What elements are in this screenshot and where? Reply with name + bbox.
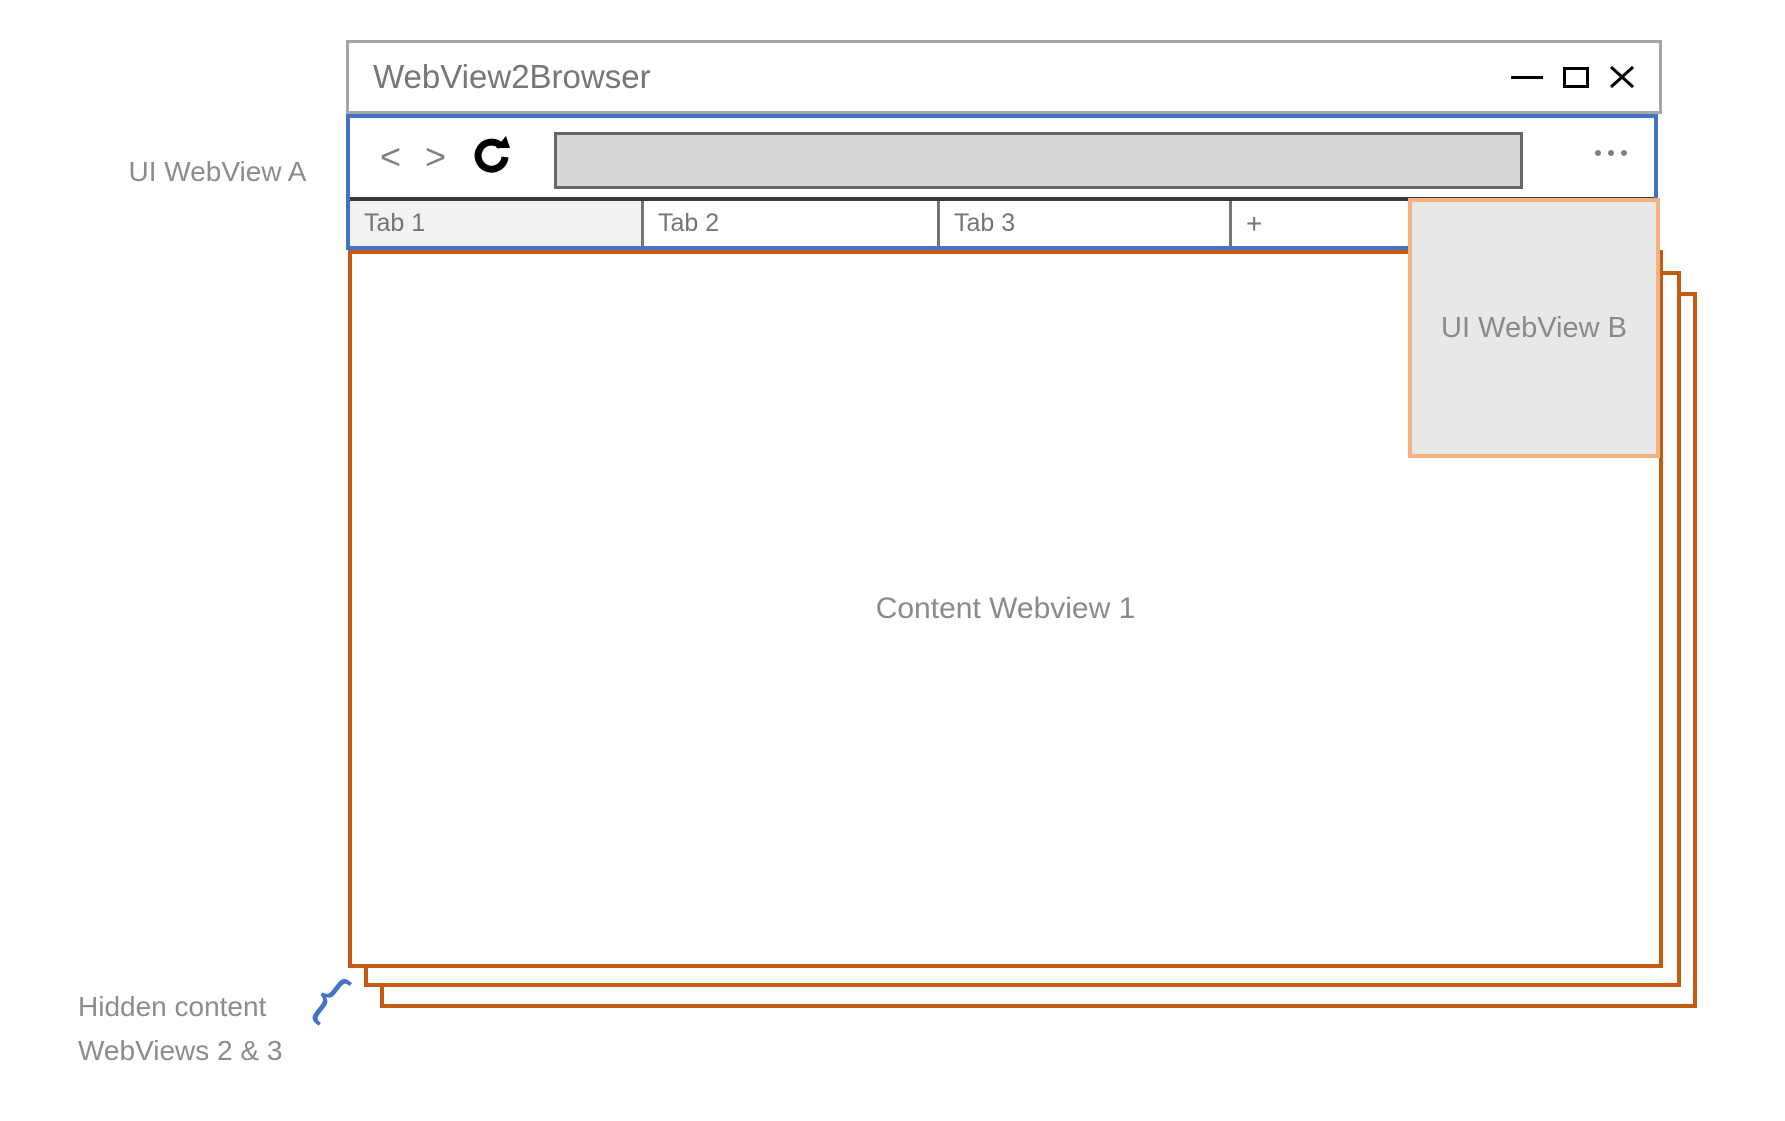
hidden-webviews-annotation-line1: Hidden content bbox=[78, 991, 267, 1022]
menu-icon[interactable] bbox=[1595, 150, 1627, 156]
maximize-button[interactable] bbox=[1563, 66, 1589, 88]
ui-webview-a-region: < > Tab 1 Tab 2 Tab 3 + bbox=[346, 114, 1658, 250]
window-titlebar: WebView2Browser bbox=[346, 40, 1662, 114]
new-tab-button[interactable]: + bbox=[1232, 201, 1654, 246]
tab-3-label: Tab 3 bbox=[954, 209, 1016, 237]
tab-3[interactable]: Tab 3 bbox=[940, 201, 1232, 246]
close-button[interactable] bbox=[1609, 65, 1635, 89]
tab-2[interactable]: Tab 2 bbox=[644, 201, 940, 246]
reload-icon[interactable] bbox=[470, 135, 512, 179]
ui-webview-a-annotation: UI WebView A bbox=[128, 156, 307, 187]
tab-2-label: Tab 2 bbox=[658, 209, 720, 237]
new-tab-plus-icon: + bbox=[1246, 207, 1263, 239]
ui-webview-b-label: UI WebView B bbox=[1441, 311, 1627, 344]
back-button[interactable]: < bbox=[380, 136, 402, 177]
window-title: WebView2Browser bbox=[373, 58, 651, 95]
minimize-icon bbox=[1511, 75, 1543, 79]
window-controls bbox=[1511, 43, 1635, 111]
hidden-webviews-annotation: Hidden content WebViews 2 & 3 bbox=[78, 985, 282, 1073]
ui-webview-b-region: UI WebView B bbox=[1408, 198, 1660, 458]
tab-strip: Tab 1 Tab 2 Tab 3 + bbox=[350, 197, 1654, 246]
nav-buttons: < > bbox=[380, 132, 512, 182]
forward-button[interactable]: > bbox=[425, 136, 447, 177]
brace-icon: { bbox=[303, 964, 359, 1028]
maximize-icon bbox=[1563, 66, 1589, 88]
close-icon bbox=[1609, 65, 1635, 89]
content-webview-1-label: Content Webview 1 bbox=[875, 592, 1136, 625]
tab-1[interactable]: Tab 1 bbox=[350, 201, 644, 246]
address-bar[interactable] bbox=[554, 132, 1523, 189]
minimize-button[interactable] bbox=[1511, 75, 1543, 79]
tab-1-label: Tab 1 bbox=[364, 209, 426, 237]
hidden-webviews-annotation-line2: WebViews 2 & 3 bbox=[78, 1035, 283, 1066]
